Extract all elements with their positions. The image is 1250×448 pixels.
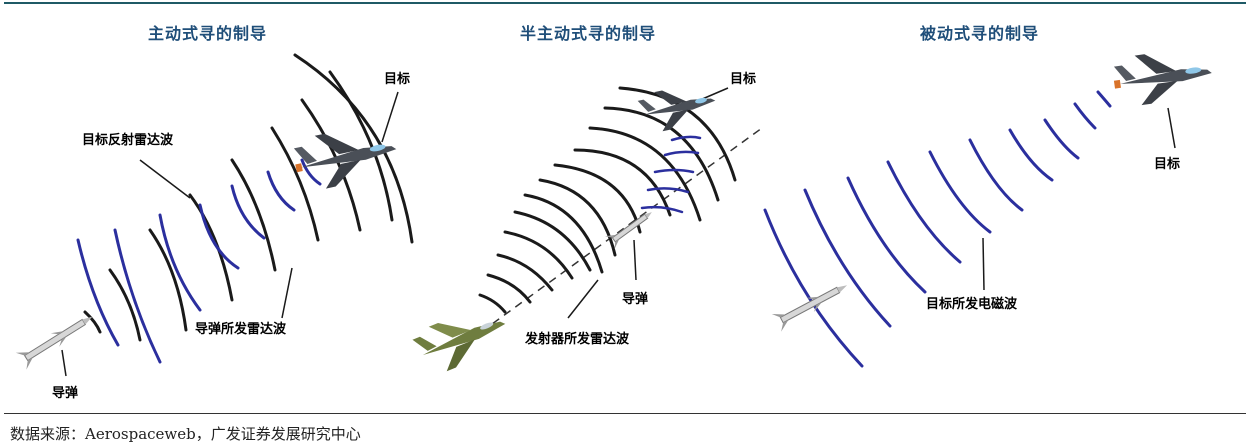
leader-missile-2 xyxy=(633,239,637,281)
panel-3-target-label: 目标 xyxy=(1154,157,1181,172)
target-jet-icon xyxy=(637,90,716,132)
leader-target-3 xyxy=(1167,107,1176,149)
panel-1-missile-label: 导弹 xyxy=(52,386,79,401)
panel-active-homing xyxy=(15,53,414,377)
panel-2-launcher-wave-label: 发射器所发雷达波 xyxy=(525,332,630,347)
missile-icon xyxy=(771,285,848,332)
panel-1-emitted-wave-label: 导弹所发雷达波 xyxy=(195,322,287,337)
missile-emitted-waves xyxy=(83,53,414,342)
panel-passive-homing xyxy=(763,54,1212,368)
bottom-rule xyxy=(4,413,1246,414)
panel-3-em-wave-label: 目标所发电磁波 xyxy=(926,297,1018,312)
panel-2-missile-label: 导弹 xyxy=(622,292,649,307)
leader-emitted-wave xyxy=(281,267,293,319)
panel-1-target-label: 目标 xyxy=(384,72,411,87)
leader-missile-1 xyxy=(61,349,67,377)
panel-2-title: 半主动式寻的制导 xyxy=(520,24,657,43)
panel-1-reflected-wave-label: 目标反射雷达波 xyxy=(82,133,174,148)
top-rule xyxy=(4,2,1246,4)
panel-2-target-label: 目标 xyxy=(730,72,757,87)
launcher-emitted-waves xyxy=(478,86,737,314)
leader-launcher-wave xyxy=(567,279,599,319)
panel-semi-active-homing xyxy=(412,86,763,372)
leader-em-wave xyxy=(982,237,985,291)
leader-reflected-wave xyxy=(139,159,191,199)
flight-path-line xyxy=(469,127,763,341)
target-jet-icon xyxy=(1113,54,1212,106)
missile-icon xyxy=(15,316,93,370)
semi-reflected-waves xyxy=(640,135,702,214)
panel-3-title: 被动式寻的制导 xyxy=(920,24,1040,43)
source-note: 数据来源：Aerospaceweb，广发证券发展研究中心 xyxy=(10,425,361,443)
target-em-waves xyxy=(763,90,1112,368)
leader-target-1 xyxy=(381,91,399,143)
leader-target-2 xyxy=(699,87,729,101)
target-reflected-waves xyxy=(76,158,322,364)
panel-1-title: 主动式寻的制导 xyxy=(148,24,268,43)
target-jet-icon xyxy=(293,133,397,189)
launcher-jet-icon xyxy=(412,321,506,372)
